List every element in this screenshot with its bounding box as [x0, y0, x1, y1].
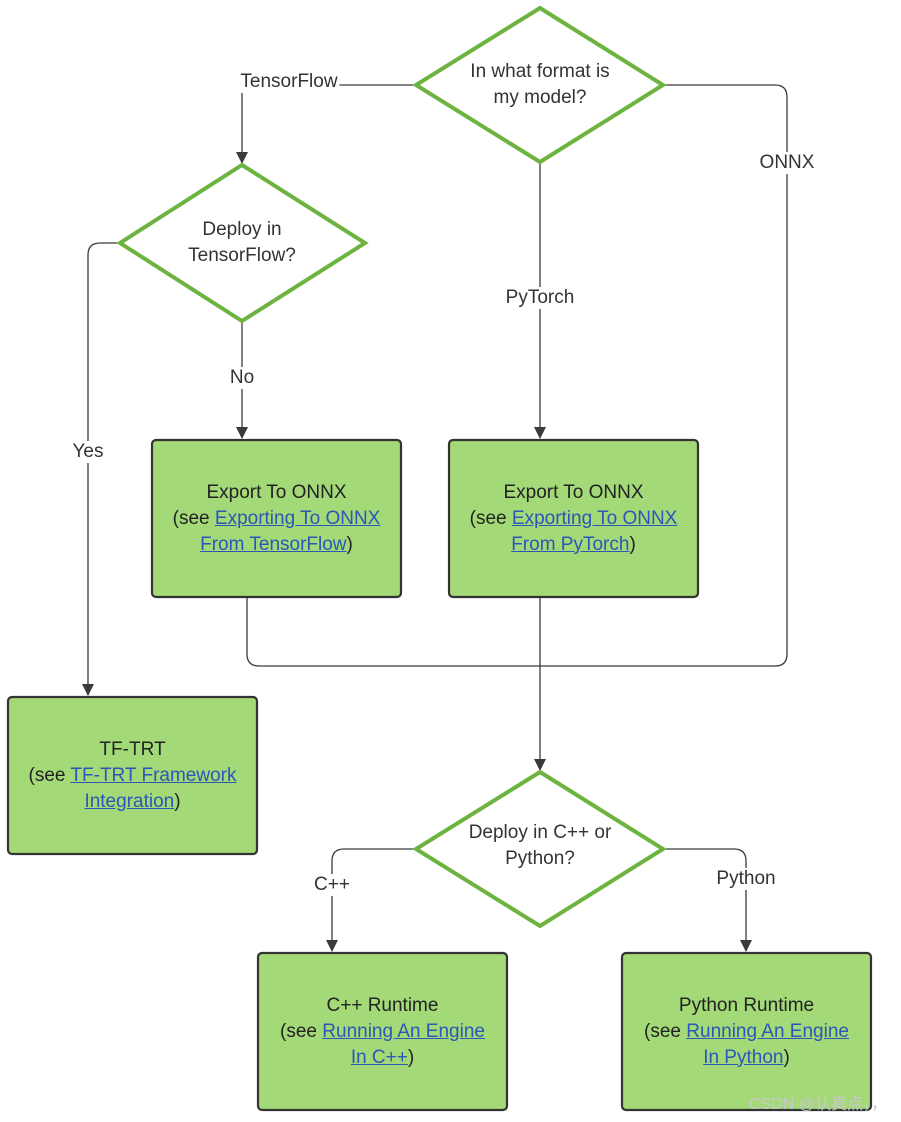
decision-deploy-tf: Deploy in TensorFlow? — [142, 203, 342, 283]
edge-label-yes: Yes — [70, 441, 106, 463]
decision-format-diamond — [412, 5, 667, 165]
box-cpp-runtime-title: C++ Runtime — [326, 994, 439, 1016]
box-tftrt-close: ) — [174, 790, 181, 812]
link-exporting-onnx-tf-2[interactable]: From TensorFlow — [200, 533, 347, 555]
link-running-engine-cpp-1[interactable]: Running An Engine — [322, 1020, 485, 1042]
box-export-tf-see-line: (see Exporting To ONNX — [173, 506, 381, 532]
box-python-runtime-shape — [620, 951, 873, 1112]
link-running-engine-python-1[interactable]: Running An Engine — [686, 1020, 849, 1042]
edge-format-to-merge-onnx — [540, 84, 788, 667]
edge-deploy-tf-to-tftrt — [82, 242, 120, 696]
edge-format-to-deploy-tf — [236, 84, 416, 164]
box-cpp-runtime: C++ Runtime (see Running An Engine In C+… — [258, 953, 507, 1110]
box-export-pt-see: (see — [469, 507, 512, 529]
edge-label-python: Python — [714, 868, 778, 890]
box-python-runtime: Python Runtime (see Running An Engine In… — [622, 953, 871, 1110]
box-cpp-runtime-see: (see — [280, 1020, 323, 1042]
box-tftrt: TF-TRT (see TF-TRT Framework Integration… — [8, 697, 257, 854]
watermark: CSDN @认真点，， — [748, 1096, 887, 1113]
decision-deploy-lang-line1: Deploy in C++ or — [468, 822, 612, 843]
box-tftrt-see: (see — [28, 764, 71, 786]
box-python-runtime-see: (see — [644, 1020, 687, 1042]
edge-label-pytorch: PyTorch — [503, 287, 577, 309]
decision-deploy-tf-line1: Deploy in — [202, 219, 282, 240]
box-cpp-runtime-shape — [256, 951, 509, 1112]
box-cpp-runtime-see-line: (see Running An Engine — [280, 1019, 485, 1045]
box-export-tf-shape — [150, 438, 403, 599]
box-python-runtime-see-line: (see Running An Engine — [644, 1019, 849, 1045]
decision-deploy-lang-diamond — [412, 769, 667, 929]
edge-label-onnx: ONNX — [757, 152, 817, 174]
link-exporting-onnx-pt-1[interactable]: Exporting To ONNX — [511, 507, 678, 529]
decision-deploy-lang: Deploy in C++ or Python? — [440, 806, 640, 886]
edge-label-cpp: C++ — [312, 874, 352, 896]
box-export-tf-link-line: From TensorFlow) — [200, 532, 353, 558]
link-exporting-onnx-tf-1[interactable]: Exporting To ONNX — [214, 507, 381, 529]
box-cpp-runtime-link-line: In C++) — [351, 1045, 414, 1071]
box-export-pt-link-line: From PyTorch) — [511, 532, 636, 558]
link-running-engine-python-2[interactable]: In Python — [703, 1046, 784, 1068]
edge-deploy-lang-to-cpp — [326, 848, 416, 952]
box-python-runtime-link-line: In Python) — [703, 1045, 790, 1071]
box-export-tf-see: (see — [172, 507, 215, 529]
box-export-pt-see-line: (see Exporting To ONNX — [470, 506, 678, 532]
box-tftrt-title: TF-TRT — [99, 738, 166, 760]
edge-label-no: No — [227, 367, 257, 389]
box-tftrt-see-line: (see TF-TRT Framework — [29, 763, 237, 789]
box-tftrt-link-line: Integration) — [84, 789, 180, 815]
box-python-runtime-title: Python Runtime — [678, 994, 815, 1016]
box-tftrt-shape — [6, 695, 259, 856]
box-python-runtime-close: ) — [783, 1046, 790, 1068]
box-export-pt: Export To ONNX (see Exporting To ONNX Fr… — [449, 440, 698, 597]
link-running-engine-cpp-2[interactable]: In C++ — [350, 1046, 408, 1068]
decision-format: In what format is my model? — [440, 45, 640, 125]
link-tftrt-1[interactable]: TF-TRT Framework — [70, 764, 237, 786]
decision-deploy-lang-line2: Python? — [505, 848, 575, 869]
decision-deploy-tf-diamond — [116, 162, 369, 324]
decision-format-line1: In what format is — [470, 61, 610, 82]
decision-deploy-tf-line2: TensorFlow? — [188, 245, 296, 266]
decision-format-line2: my model? — [493, 87, 587, 108]
box-cpp-runtime-close: ) — [407, 1046, 415, 1068]
box-export-pt-title: Export To ONNX — [503, 481, 644, 503]
edge-deploy-lang-to-python — [663, 848, 752, 952]
box-export-pt-close: ) — [629, 533, 636, 555]
box-export-tf-close: ) — [346, 533, 353, 555]
link-tftrt-2[interactable]: Integration — [84, 790, 175, 812]
box-export-tf: Export To ONNX (see Exporting To ONNX Fr… — [152, 440, 401, 597]
box-export-tf-title: Export To ONNX — [206, 481, 347, 503]
box-export-pt-shape — [447, 438, 700, 599]
link-exporting-onnx-pt-2[interactable]: From PyTorch — [511, 533, 630, 555]
edge-export-tf-to-merge — [246, 597, 540, 667]
edge-label-tensorflow: TensorFlow — [238, 71, 340, 93]
